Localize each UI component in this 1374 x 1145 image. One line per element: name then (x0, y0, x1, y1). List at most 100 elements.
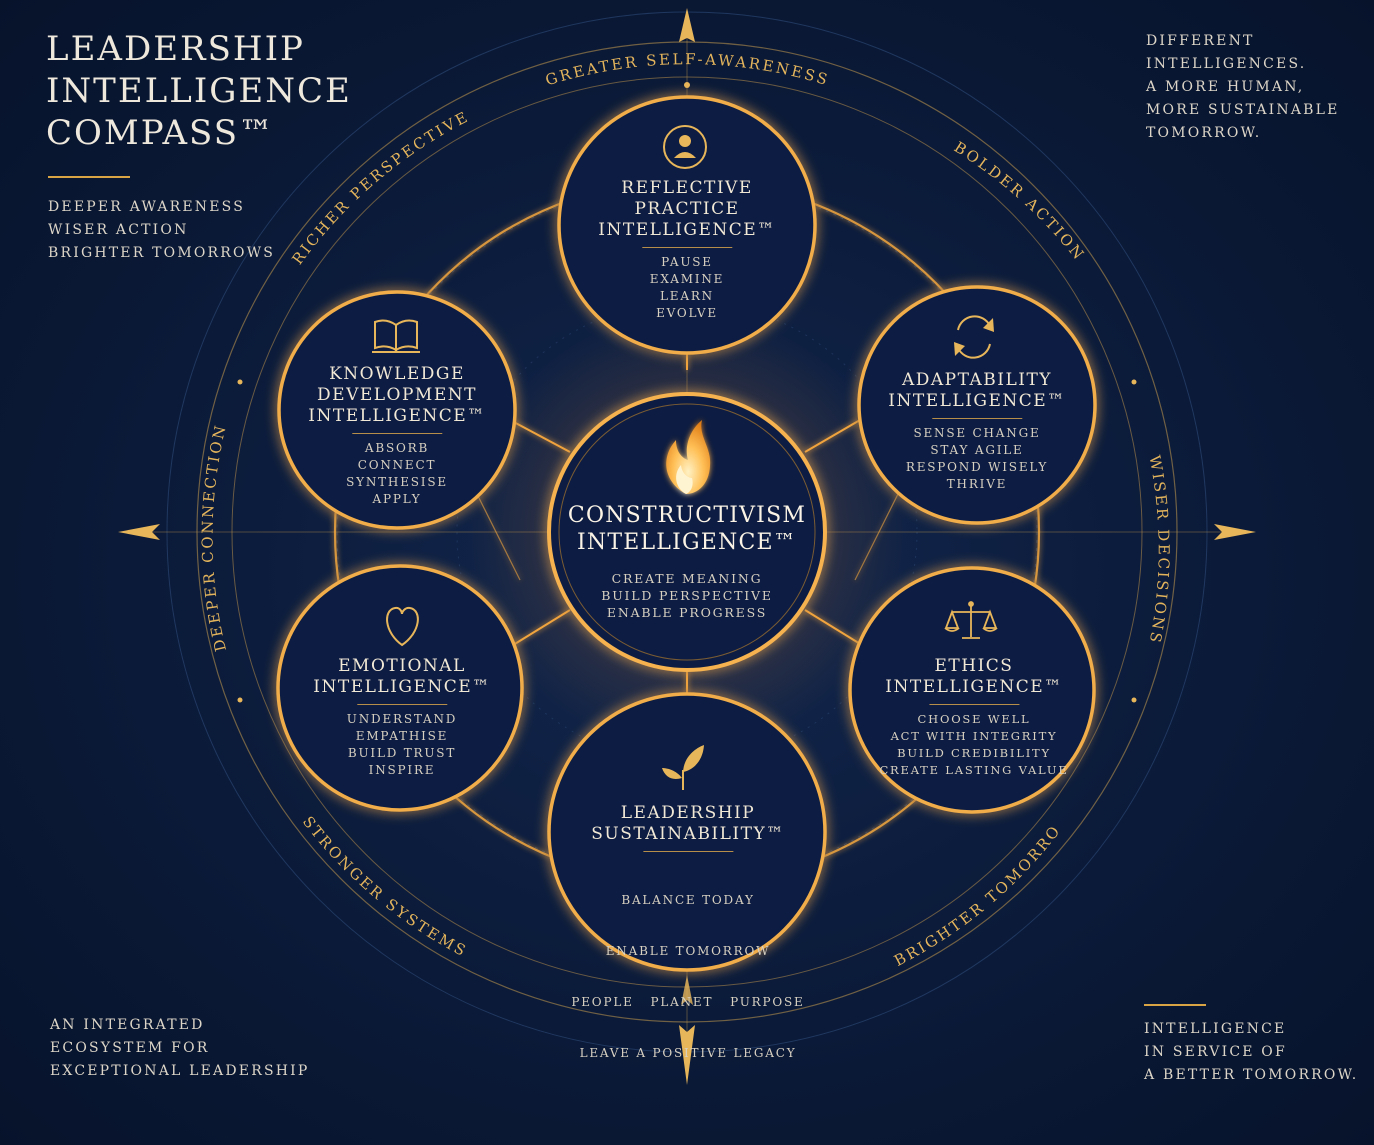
node-item: UNDERSTAND (346, 712, 458, 726)
node-divider (643, 851, 733, 852)
node-title-line: INTELLIGENCE™ (885, 677, 1063, 697)
ethics-circle (848, 566, 1096, 814)
node-item: ENABLE TOMORROW (605, 944, 771, 958)
reflective-circle (557, 95, 817, 355)
top-right-statement: DIFFERENT INTELLIGENCES. A MORE HUMAN, M… (1146, 30, 1340, 145)
book-icon (372, 319, 420, 353)
title-line: LEADERSHIP (46, 29, 305, 69)
sprout-icon (662, 745, 704, 790)
statement-line: AN INTEGRATED (50, 1017, 205, 1033)
tagline: DEEPER AWARENESS WISER ACTION BRIGHTER T… (48, 196, 275, 265)
node-item: PEOPLE PLANET PURPOSE (571, 995, 805, 1009)
bottom-left-statement: AN INTEGRATED ECOSYSTEM FOR EXCEPTIONAL … (50, 1014, 310, 1083)
node-title-line: ADAPTABILITY (901, 370, 1053, 390)
node-item: LEAVE A POSITIVE LEGACY (579, 1046, 797, 1060)
node-title-line: LEADERSHIP (620, 803, 756, 823)
center-circle (547, 392, 827, 672)
node-title-line: SUSTAINABILITY™ (591, 824, 785, 844)
bottom-right-divider (1144, 1004, 1206, 1006)
compass-west-arrow (118, 524, 160, 540)
node-item: EMPATHISE (355, 729, 449, 743)
tagline-line: WISER ACTION (48, 222, 189, 238)
compass-north-arrow (679, 8, 695, 42)
node-item: THRIVE (946, 477, 1008, 491)
node-ethics: ETHICS INTELLIGENCE™ CHOOSE WELL ACT WIT… (879, 656, 1068, 779)
statement-line: IN SERVICE OF (1144, 1044, 1287, 1060)
statement-line: DIFFERENT (1146, 33, 1255, 49)
node-divider (929, 704, 1019, 705)
node-title-line: INTELLIGENCE™ (308, 406, 486, 426)
node-item: RESPOND WISELY (905, 460, 1049, 474)
title-divider (48, 176, 130, 178)
page-title: LEADERSHIP INTELLIGENCE COMPASS™ (46, 28, 352, 154)
node-item: PAUSE (661, 255, 713, 269)
node-divider (931, 418, 1022, 419)
knowledge-circle (277, 290, 517, 530)
statement-line: MORE SUSTAINABLE (1146, 102, 1340, 118)
sustainability-circle (547, 692, 827, 972)
ring-label-bottom-left: STRONGER SYSTEMS (299, 813, 471, 961)
node-title-line: PRACTICE (634, 199, 740, 219)
node-item: BUILD CREDIBILITY (897, 746, 1051, 760)
node-title-line: REFLECTIVE (621, 178, 753, 198)
node-title-line: INTELLIGENCE™ (598, 220, 776, 240)
node-title-line: EMOTIONAL (338, 656, 466, 676)
node-item: INSPIRE (368, 763, 436, 777)
statement-line: INTELLIGENCES. (1146, 56, 1307, 72)
node-item: LEARN (660, 289, 714, 303)
title-line: INTELLIGENCE (46, 71, 352, 111)
node-item: SENSE CHANGE (913, 426, 1041, 440)
statement-line: INTELLIGENCE (1144, 1021, 1287, 1037)
node-item: STAY AGILE (930, 443, 1024, 457)
heart-icon (386, 606, 419, 647)
node-item: CHOOSE WELL (917, 712, 1031, 726)
statement-line: A BETTER TOMORROW. (1144, 1067, 1359, 1083)
node-adaptability: ADAPTABILITY INTELLIGENCE™ SENSE CHANGE … (888, 370, 1065, 493)
statement-line: EXCEPTIONAL LEADERSHIP (50, 1063, 310, 1079)
compass-east-arrow (1214, 524, 1256, 540)
node-item: APPLY (372, 492, 422, 506)
node-constructivism: CONSTRUCTIVISM INTELLIGENCE™ CREATE MEAN… (568, 502, 806, 621)
center-item: ENABLE PROGRESS (606, 605, 768, 620)
node-divider (641, 247, 732, 248)
node-title-line: INTELLIGENCE™ (888, 391, 1066, 411)
cycle-arrows-icon (954, 315, 994, 359)
node-item: ACT WITH INTEGRITY (890, 729, 1058, 743)
node-emotional: EMOTIONAL INTELLIGENCE™ UNDERSTAND EMPAT… (313, 656, 490, 779)
node-item: CREATE LASTING VALUE (879, 763, 1069, 777)
node-item: SYNTHESISE (346, 475, 448, 489)
center-item: CREATE MEANING (611, 571, 763, 586)
flame-icon (666, 420, 711, 494)
node-reflective: REFLECTIVE PRACTICE INTELLIGENCE™ PAUSE … (598, 178, 775, 322)
statement-line: TOMORROW. (1146, 125, 1262, 141)
node-knowledge: KNOWLEDGE DEVELOPMENT INTELLIGENCE™ ABSO… (308, 364, 485, 508)
compass-south-arrow (679, 1025, 695, 1085)
scales-icon (944, 601, 998, 639)
adaptability-circle (857, 285, 1097, 525)
tagline-line: BRIGHTER TOMORROWS (48, 245, 276, 261)
node-sustainability: LEADERSHIP SUSTAINABILITY™ BALANCE TODAY… (571, 803, 804, 1096)
node-item: BUILD TRUST (347, 746, 457, 760)
node-title-line: DEVELOPMENT (317, 385, 477, 405)
bottom-right-statement: INTELLIGENCE IN SERVICE OF A BETTER TOMO… (1144, 1018, 1358, 1087)
node-circles (276, 95, 1097, 972)
center-item: BUILD PERSPECTIVE (601, 588, 773, 603)
person-icon (663, 125, 707, 169)
node-item: EVOLVE (656, 306, 718, 320)
node-item: CONNECT (357, 458, 437, 472)
ring-label-right: WISER DECISIONS (1145, 454, 1172, 646)
statement-line: ECOSYSTEM FOR (50, 1040, 210, 1056)
tagline-line: DEEPER AWARENESS (48, 199, 246, 215)
node-item: EXAMINE (649, 272, 725, 286)
statement-line: A MORE HUMAN, (1146, 79, 1305, 95)
node-item: BALANCE TODAY (621, 893, 755, 907)
node-divider (351, 433, 442, 434)
node-divider (356, 704, 447, 705)
ring-label-top-right: BOLDER ACTION (951, 138, 1089, 265)
node-item: ABSORB (364, 441, 430, 455)
center-title-line: CONSTRUCTIVISM (567, 503, 807, 528)
node-title-line: KNOWLEDGE (329, 364, 465, 384)
node-title-line: INTELLIGENCE™ (313, 677, 491, 697)
